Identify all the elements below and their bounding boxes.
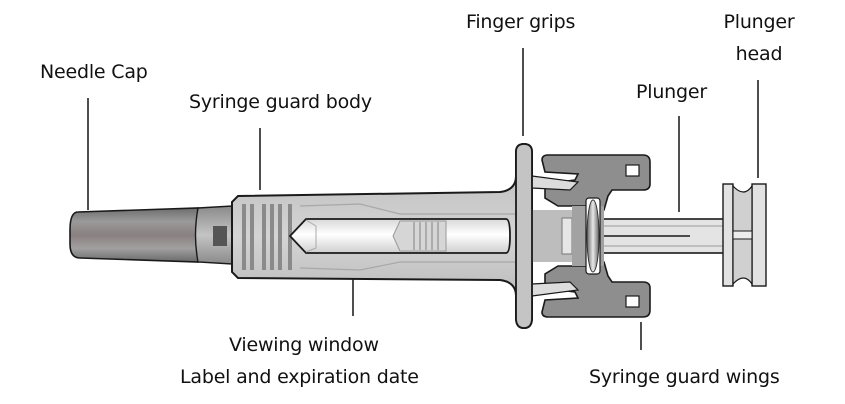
guard-threads: [242, 204, 292, 270]
plunger-head: [722, 183, 767, 287]
syringe-guard-wings: [531, 154, 651, 318]
label-syringe-guard-wings: Syringe guard wings: [589, 366, 780, 388]
wing-hole-bottom: [625, 295, 640, 308]
label-plunger-head-line2: head: [735, 43, 783, 65]
label-needle-cap: Needle Cap: [40, 61, 148, 83]
label-plunger-head: Plunger head: [714, 10, 804, 66]
label-finger-grips: Finger grips: [466, 11, 576, 33]
label-syringe-guard-body: Syringe guard body: [189, 91, 372, 113]
viewing-window: [288, 218, 511, 254]
label-viewing-window: Viewing window: [229, 334, 379, 356]
stopper: [392, 220, 447, 252]
label-plunger-head-line1: Plunger: [723, 11, 795, 33]
plunger-rod: [595, 218, 725, 254]
plunger-ring: [586, 199, 600, 273]
needle-cap: [69, 205, 233, 265]
label-expiration-date: Label and expiration date: [180, 366, 419, 388]
finger-grips: [515, 143, 533, 329]
cap-window: [213, 226, 227, 246]
wing-hole-top: [625, 164, 640, 177]
tube-end: [561, 217, 573, 255]
label-plunger: Plunger: [636, 81, 707, 103]
